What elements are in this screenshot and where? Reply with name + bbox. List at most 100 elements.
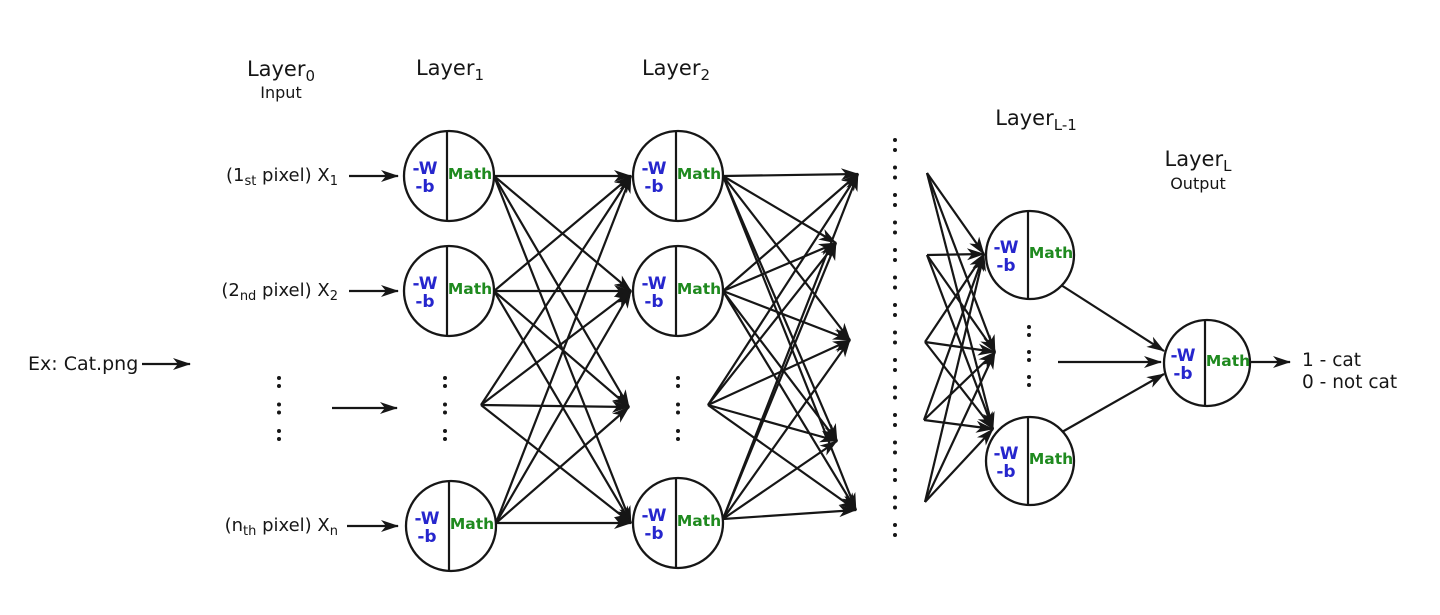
neuron-bias-label: -b: [644, 177, 663, 197]
connection-line-layer2-to-hidden: [722, 241, 837, 293]
connection-line-layer2-to-hidden: [707, 242, 837, 406]
neuron-circle: [631, 244, 725, 338]
ellipsis-group: [277, 138, 1031, 537]
neuron-circle: [1162, 318, 1252, 408]
ellipsis-dot: [893, 505, 897, 510]
ellipsis-dot: [893, 423, 897, 427]
neurons-group: -W-bMath-W-bMath-W-bMath-W-bMath-W-bMath…: [402, 129, 1252, 573]
neuron-math-label: Math: [1029, 244, 1073, 262]
connection-line-layer1-to-layer2: [494, 175, 633, 524]
connection-line-layer1-to-layer2: [495, 406, 630, 524]
layer-subtitle-layer0: Input: [260, 83, 301, 102]
example-label: Ex: Cat.png: [28, 353, 138, 375]
connection-line-layer2-to-hidden: [722, 173, 859, 292]
ellipsis-dot: [893, 523, 897, 527]
neuron-circle: [404, 479, 498, 573]
ellipsis-dot: [1027, 350, 1031, 354]
ellipsis-dot: [277, 402, 281, 407]
layer-title-layer1: Layer1: [416, 56, 484, 84]
neuron-weights-label: -W: [641, 159, 666, 179]
connection-line-hidden-to-layerL1: [922, 253, 986, 421]
ellipsis-dot: [1027, 358, 1031, 362]
neuron-math-label: Math: [448, 280, 492, 298]
ellipsis-dot: [443, 384, 447, 388]
neuron-bias-label: -b: [644, 292, 663, 312]
ellipsis-dot: [1027, 333, 1031, 337]
ellipsis-dot: [1027, 325, 1031, 329]
input-label-1: (1st pixel) X1: [226, 165, 338, 189]
neuron-bias-label: -b: [415, 177, 434, 197]
ellipsis-dot: [893, 248, 897, 252]
connection-line-layer1-to-layer2: [480, 400, 630, 413]
connection-line-layer2-to-hidden: [722, 440, 838, 520]
neuron-circle: [402, 129, 496, 223]
connection-line-layer2-to-hidden: [722, 175, 851, 341]
ellipsis-dot: [893, 395, 897, 400]
neuron-circle: [631, 476, 725, 570]
ellipsis-dot: [893, 478, 897, 482]
layerL1-ellipsis: [1027, 325, 1031, 387]
neuron-bias-label: -b: [417, 527, 436, 547]
neuron-math-label: Math: [450, 515, 494, 533]
connection-line-layer2-to-hidden: [707, 173, 859, 406]
ellipsis-dot: [893, 275, 897, 280]
ellipsis-dot: [1027, 383, 1031, 387]
connection-line-layer2-to-hidden: [707, 403, 838, 443]
connection-line-layer1-to-layer2: [480, 175, 632, 406]
ellipsis-dot: [676, 384, 680, 388]
neuron-circle: [631, 129, 725, 223]
connection-line-hidden-to-layerL1: [926, 248, 985, 261]
output-label-1: 1 - cat: [1302, 350, 1361, 371]
connection-line-layer1-to-layer2: [493, 290, 630, 408]
ellipsis-dot: [893, 413, 897, 417]
neuron-bias-label: -b: [415, 292, 434, 312]
ellipsis-dot: [443, 437, 447, 441]
ellipsis-dot: [277, 437, 281, 441]
connection-line-hidden-to-layerL1: [925, 254, 995, 430]
neuron-circle: [984, 209, 1076, 301]
layer-title-layer2: Layer2: [642, 56, 710, 84]
ellipsis-dot: [893, 385, 897, 390]
connection-line-layer2-to-hidden: [721, 175, 839, 442]
hidden-layers-ellipsis: [893, 138, 897, 537]
ellipsis-dot: [893, 303, 897, 307]
ellipsis-dot: [893, 165, 897, 170]
neuron-bias-label: -b: [996, 256, 1015, 276]
ellipsis-dot: [1027, 375, 1031, 379]
neuron-weights-label: -W: [412, 159, 437, 179]
ellipsis-dot: [893, 330, 897, 335]
ellipsis-dot: [893, 358, 897, 362]
ellipsis-dot: [893, 258, 897, 262]
connection-line-hidden-to-layerL1: [923, 351, 996, 421]
connection-line-layerL1-bottom-to-output: [1061, 373, 1165, 433]
neuron-circle: [984, 415, 1076, 507]
ellipsis-dot: [893, 440, 897, 445]
ellipsis-dot: [893, 450, 897, 455]
connection-line-layerL1-top-to-output: [1060, 284, 1165, 352]
connection-line-layer2-to-hidden: [707, 338, 851, 407]
ellipsis-dot: [676, 402, 680, 407]
connection-line-hidden-to-layerL1: [923, 418, 994, 433]
connection-line-layer2-to-hidden: [722, 175, 837, 244]
connection-line-layer1-to-layer2: [480, 290, 632, 406]
neuron-weights-label: -W: [412, 274, 437, 294]
layer2-ellipsis: [676, 376, 680, 441]
neuron-weights-label: -W: [641, 506, 666, 526]
ellipsis-dot: [277, 376, 281, 380]
connection-line-layer2-to-hidden: [722, 290, 857, 511]
neuron-math-label: Math: [1206, 352, 1250, 370]
neuron-circle: [402, 244, 496, 338]
ellipsis-dot: [443, 410, 447, 415]
input-label-2: (2nd pixel) X2: [221, 280, 338, 304]
ellipsis-dot: [676, 437, 680, 441]
neuron-bias-label: -b: [1173, 364, 1192, 384]
neuron-weights-label: -W: [414, 509, 439, 529]
ellipsis-dot: [893, 285, 897, 290]
neuron-weights-label: -W: [641, 274, 666, 294]
ellipsis-dot: [443, 429, 447, 433]
ellipsis-dot: [277, 410, 281, 415]
